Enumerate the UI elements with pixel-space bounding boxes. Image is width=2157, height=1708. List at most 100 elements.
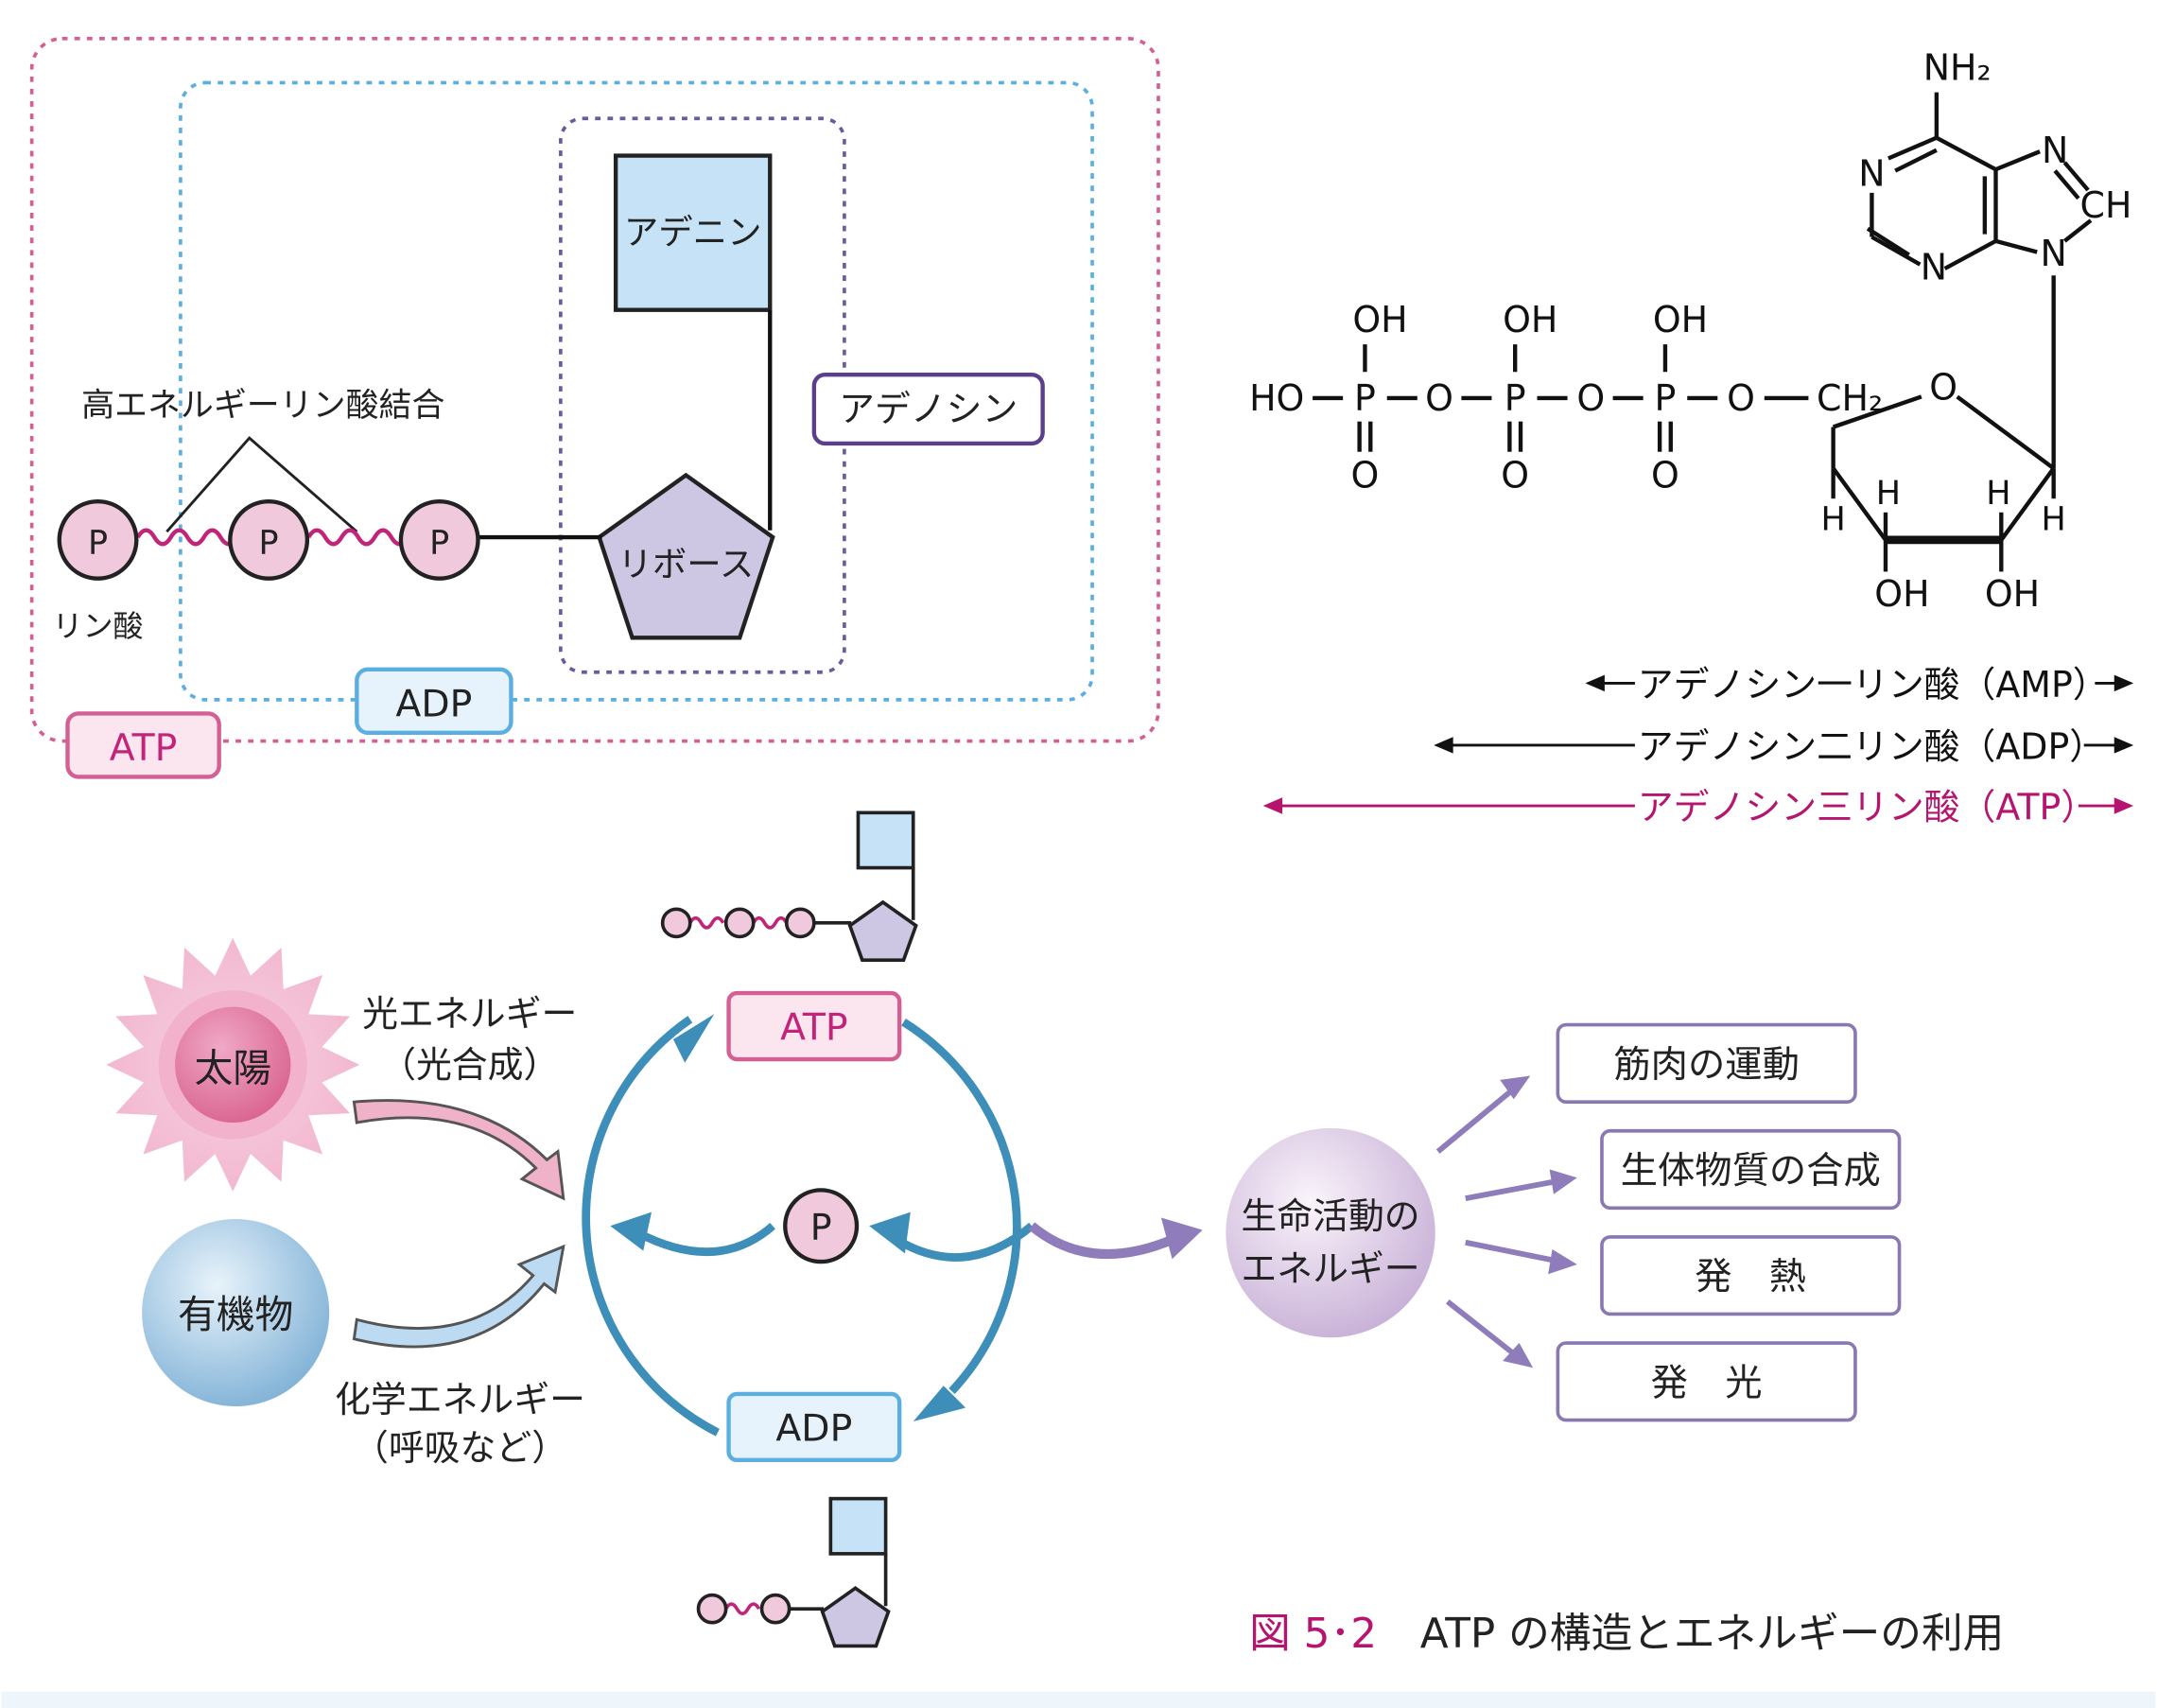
organic-matter-sphere: 有機物: [142, 1218, 330, 1407]
adp-bracket: [179, 80, 1094, 702]
phosphate-1: P: [57, 498, 139, 581]
atp-badge: [65, 711, 221, 779]
usage-muscle-label: 筋肉の運動: [1613, 1044, 1800, 1087]
mini-adp-icon: [696, 1496, 891, 1648]
cycle-atp-box: [726, 990, 902, 1062]
adenosine-badge: [811, 372, 1045, 446]
svg-text:CH₂: CH₂: [1817, 377, 1883, 419]
high-energy-bond-label: 高エネルギーリン酸結合: [81, 387, 444, 425]
chemical-energy-arrow: [352, 1244, 565, 1349]
cycle-adp-box: [726, 1391, 902, 1463]
svg-text:O: O: [1576, 377, 1605, 419]
cycle-right-arrowhead: [913, 1386, 966, 1422]
svg-text:生命活動の: 生命活動の: [1241, 1195, 1419, 1237]
phosphate-release-arc: [635, 1222, 776, 1257]
usage-arrowhead-4: [1503, 1343, 1534, 1368]
svg-text:P: P: [1655, 377, 1677, 419]
ribose-label: リボース: [618, 544, 755, 584]
svg-text:アデノシン二リン酸（ADP）: アデノシン二リン酸（ADP）: [1638, 726, 2105, 768]
svg-text:O: O: [1929, 366, 1957, 408]
usage-box-synthesis: [1600, 1128, 1902, 1211]
svg-text:H: H: [2042, 501, 2066, 539]
svg-text:HO: HO: [1249, 377, 1304, 419]
bottom-band: [1, 1691, 2156, 1708]
energy-flow-arrowhead: [1160, 1217, 1203, 1260]
phosphate-release-arrowhead: [610, 1211, 652, 1251]
mini-atp-icon: [660, 810, 918, 962]
svg-text:O: O: [1651, 455, 1679, 497]
photosynthesis-label: （光合成）: [380, 1044, 559, 1086]
svg-text:OH: OH: [1653, 299, 1708, 340]
svg-text:O: O: [1425, 377, 1453, 419]
usage-arrowhead-3: [1548, 1249, 1577, 1275]
svg-text:N: N: [1921, 247, 1947, 288]
adenine-label: アデニン: [624, 212, 762, 253]
respiration-label: （呼吸など）: [353, 1427, 567, 1469]
usage-arrowhead-2: [1549, 1169, 1577, 1194]
usage-light-label: 発 光: [1651, 1362, 1763, 1404]
svg-text:P: P: [429, 524, 449, 562]
cycle-left-arrowhead: [672, 1014, 715, 1063]
chemical-formula: NH₂ N N N CH N O H H: [1249, 46, 2131, 614]
sun-icon: 太陽: [106, 937, 360, 1192]
adenine-box: [613, 153, 773, 312]
cycle-left-arc: [582, 1016, 720, 1437]
svg-text:太陽: 太陽: [194, 1045, 271, 1090]
cycle-atp-label: ATP: [780, 1007, 848, 1050]
energy-flow-arrow: [1028, 1222, 1174, 1259]
svg-text:CH: CH: [2080, 184, 2132, 226]
usage-arrow-3: [1465, 1239, 1555, 1264]
phosphate-2: P: [228, 498, 310, 581]
atp-range: アデノシン三リン酸（ATP）: [1262, 787, 2134, 828]
svg-text:OH: OH: [1874, 573, 1929, 615]
svg-text:O: O: [1727, 377, 1755, 419]
svg-text:有機物: 有機物: [178, 1292, 293, 1337]
svg-text:P: P: [259, 524, 279, 562]
svg-text:OH: OH: [1503, 299, 1557, 340]
adp-badge-label: ADP: [395, 683, 472, 725]
svg-text:O: O: [1351, 455, 1380, 497]
usage-heat-label: 発 熱: [1695, 1256, 1806, 1298]
usage-arrow-2: [1465, 1178, 1555, 1201]
svg-text:OH: OH: [1985, 573, 2040, 615]
svg-text:エネルギー: エネルギー: [1241, 1248, 1419, 1290]
svg-text:アデノシン三リン酸（ATP）: アデノシン三リン酸（ATP）: [1638, 787, 2096, 828]
light-energy-label: 光エネルギー: [362, 993, 577, 1035]
svg-text:H: H: [1820, 501, 1845, 539]
svg-text:H: H: [1986, 475, 2010, 513]
usage-arrow-4: [1446, 1299, 1515, 1355]
svg-text:N: N: [2041, 233, 2067, 274]
ribose-pentagon: [597, 472, 775, 640]
chemical-energy-label: 化学エネルギー: [335, 1379, 585, 1420]
life-energy-sphere: 生命活動の エネルギー: [1226, 1127, 1435, 1338]
svg-text:N: N: [1858, 153, 1885, 195]
usage-arrowhead-1: [1500, 1075, 1531, 1100]
svg-text:H: H: [1876, 475, 1901, 513]
svg-text:O: O: [1501, 455, 1529, 497]
amp-range: アデノシン一リン酸（AMP）: [1585, 664, 2134, 706]
cycle-adp-label: ADP: [775, 1407, 852, 1450]
usage-box-heat: [1600, 1235, 1902, 1316]
svg-text:P: P: [1505, 377, 1526, 419]
adp-badge: [355, 667, 513, 736]
phosphate-return-arrowhead: [869, 1211, 911, 1254]
svg-text:P: P: [810, 1207, 832, 1248]
figure-number: 図 5･2: [1249, 1610, 1377, 1658]
svg-text:NH₂: NH₂: [1923, 46, 1992, 88]
high-energy-bracket-line: [165, 436, 358, 533]
svg-text:N: N: [2042, 130, 2068, 171]
svg-text:P: P: [88, 524, 108, 562]
phosphate-return-arc: [895, 1222, 1035, 1262]
usage-box-light: [1556, 1341, 1857, 1422]
figure-title: ATP の構造とエネルギーの利用: [1420, 1610, 2005, 1658]
light-energy-arrow: [352, 1099, 565, 1201]
usage-arrow-1: [1435, 1089, 1512, 1154]
svg-text:P: P: [1354, 377, 1376, 419]
high-energy-bond-2: [306, 528, 410, 547]
cycle-right-arc: [901, 1018, 1021, 1394]
atp-badge-label: ATP: [110, 727, 178, 770]
phosphoric-acid-label: リン酸: [52, 608, 143, 644]
usage-synthesis-label: 生体物質の合成: [1621, 1150, 1881, 1193]
